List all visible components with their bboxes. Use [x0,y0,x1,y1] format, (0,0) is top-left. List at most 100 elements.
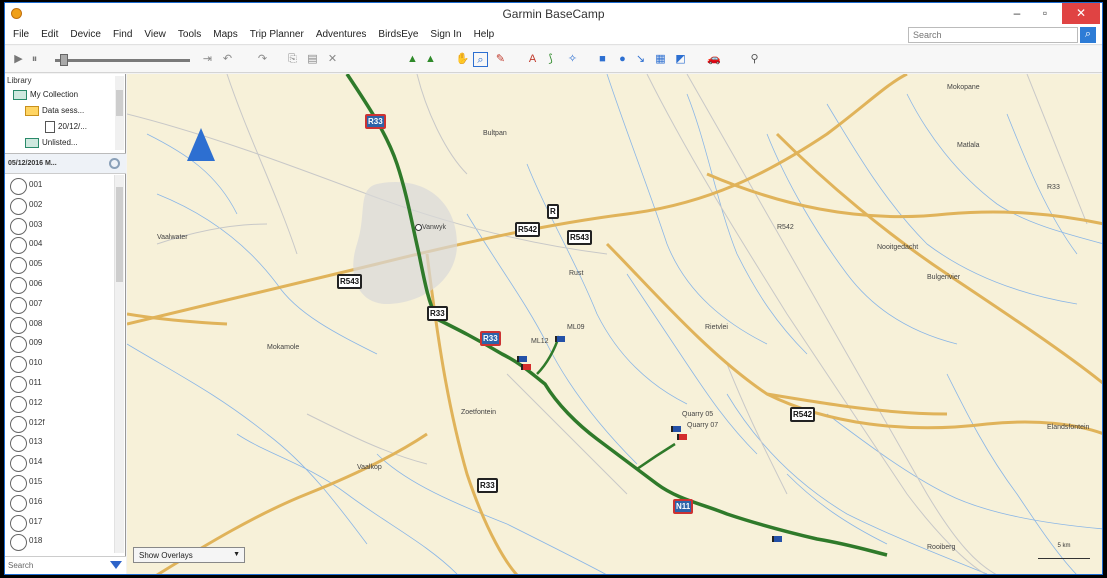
pin-icon[interactable]: ⚲ [750,53,759,65]
tree-item-date[interactable]: 20/12/... [45,120,87,134]
tree-item-data-session[interactable]: Data sess... [25,104,84,118]
tree-scrollbar[interactable] [115,76,124,150]
search-input[interactable] [908,27,1078,43]
list-item[interactable]: 012 [5,393,115,413]
map-canvas[interactable] [127,74,1103,575]
list-item[interactable]: 004 [5,234,115,255]
list-item[interactable]: 001 [5,175,115,195]
list-header: 05/12/2016 M... [5,154,126,174]
town-marker[interactable] [415,224,422,231]
menu-maps[interactable]: Maps [213,29,238,40]
list-item[interactable]: 002 [5,195,115,215]
track-branch-2[interactable] [636,442,676,471]
list-item[interactable]: 016 [5,492,115,512]
menu-birdseye[interactable]: BirdsEye [378,29,419,40]
waypoint-icon[interactable]: ↘ [635,53,646,65]
list-item[interactable]: 003 [5,215,115,235]
waypoint-label: ML12 [531,338,549,345]
track-line[interactable] [345,74,888,557]
list-scrollbar[interactable] [114,175,124,553]
waypoint-flag-icon[interactable] [517,356,527,362]
list-item[interactable]: 014 [5,452,115,472]
search-icon[interactable]: ⌕ [1080,27,1096,43]
waypoint-flag-icon[interactable] [671,426,681,432]
step-icon[interactable]: ⇥ [202,53,213,65]
square-icon[interactable]: ■ [599,53,606,65]
copy-icon[interactable]: ⎘ [288,53,297,65]
minor-roads [127,74,1088,574]
menu-adventures[interactable]: Adventures [315,29,367,40]
menu-trip-planner[interactable]: Trip Planner [249,29,304,40]
mountain-icon[interactable]: ▲ [407,53,418,65]
hand-icon[interactable]: ✋ [455,53,470,65]
minimize-button[interactable]: – [1013,6,1021,20]
tree-item-my-collection[interactable]: My Collection [13,88,78,102]
list-item[interactable]: 015 [5,472,115,492]
gear-icon[interactable] [109,158,120,169]
list-item[interactable]: 017 [5,512,115,532]
menu-sign-in[interactable]: Sign In [430,29,462,40]
road-shield: R543 [337,274,363,289]
list-item[interactable]: 012f [5,413,115,433]
map-icon[interactable]: ◩ [675,53,686,65]
show-overlays-dropdown[interactable]: Show Overlays ▼ [133,547,245,563]
folder-icon [25,137,39,148]
globe-icon[interactable]: ● [619,53,626,65]
folder-icon [13,89,27,100]
playback-slider[interactable] [55,59,190,62]
menu-file[interactable]: File [13,29,30,40]
mountain-2-icon[interactable]: ▲ [425,53,436,65]
list-item[interactable]: 009 [5,333,115,354]
delete-icon[interactable]: ✕ [327,53,338,65]
route-icon[interactable]: A [528,53,537,65]
route-edit-icon[interactable]: ✧ [567,53,578,65]
list-item[interactable]: 011 [5,373,115,393]
menu-edit[interactable]: Edit [41,29,59,40]
paste-icon[interactable]: ▤ [307,53,318,65]
scale-label: 5 km [1057,543,1071,549]
library-header[interactable]: Library [7,76,32,85]
pause-icon[interactable]: ⏸ [31,53,38,65]
car-icon[interactable]: 🚗 [707,53,721,65]
menu-find[interactable]: Find [112,29,133,40]
map-label: Matlala [957,142,980,149]
library-sidebar: Library My Collection Data sess... 20/12… [5,74,126,574]
waypoint-flag-icon[interactable] [555,336,565,342]
play-icon[interactable]: ▶ [14,53,23,65]
road-shield: R33 [477,478,498,493]
menu-tools[interactable]: Tools [177,29,202,40]
waypoint-flag-icon[interactable] [677,434,687,440]
list-item[interactable]: 018 [5,531,115,552]
menu-help[interactable]: Help [473,29,495,40]
map-label: R33 [1047,184,1060,191]
track-icon[interactable]: ⟆ [548,53,553,65]
menu-view[interactable]: View [144,29,166,40]
list-item[interactable]: 006 [5,274,115,294]
waypoint-flag-icon[interactable] [521,364,531,370]
maximize-button[interactable]: ▫ [1042,6,1048,20]
major-roads [127,74,1102,574]
undo-icon[interactable]: ↶ [222,53,233,65]
measure-icon[interactable]: ✎ [495,53,506,65]
map-label: Nooitgedacht [877,244,919,251]
close-button[interactable]: ✕ [1062,3,1100,24]
tree-item-unlisted[interactable]: Unlisted... [25,136,78,150]
map-view[interactable]: R33 R543 R R542 R543 R33 R542 R33 R33 N1… [127,74,1103,575]
sidebar-search-field[interactable]: Search [5,556,126,574]
redo-icon[interactable]: ↷ [257,53,268,65]
chevron-down-icon: ▼ [233,551,240,558]
road-shield: R33 [480,331,501,346]
road-shield: N11 [673,499,694,514]
waypoint-flag-icon[interactable] [772,536,782,542]
menu-device[interactable]: Device [70,29,101,40]
list-item[interactable]: 007 [5,294,115,314]
list-item[interactable]: 005 [5,254,115,274]
zoom-icon[interactable]: ⌕ [473,52,488,67]
list-item[interactable]: 008 [5,314,115,334]
slider-thumb[interactable] [60,54,68,66]
list-item[interactable]: 013 [5,432,115,453]
waypoint-list: 001 002 003 004 005 006 007 008 009 010 … [5,175,115,555]
list-item[interactable]: 010 [5,353,115,373]
filter-icon[interactable] [110,561,122,569]
grid-icon[interactable]: ▦ [655,53,666,65]
